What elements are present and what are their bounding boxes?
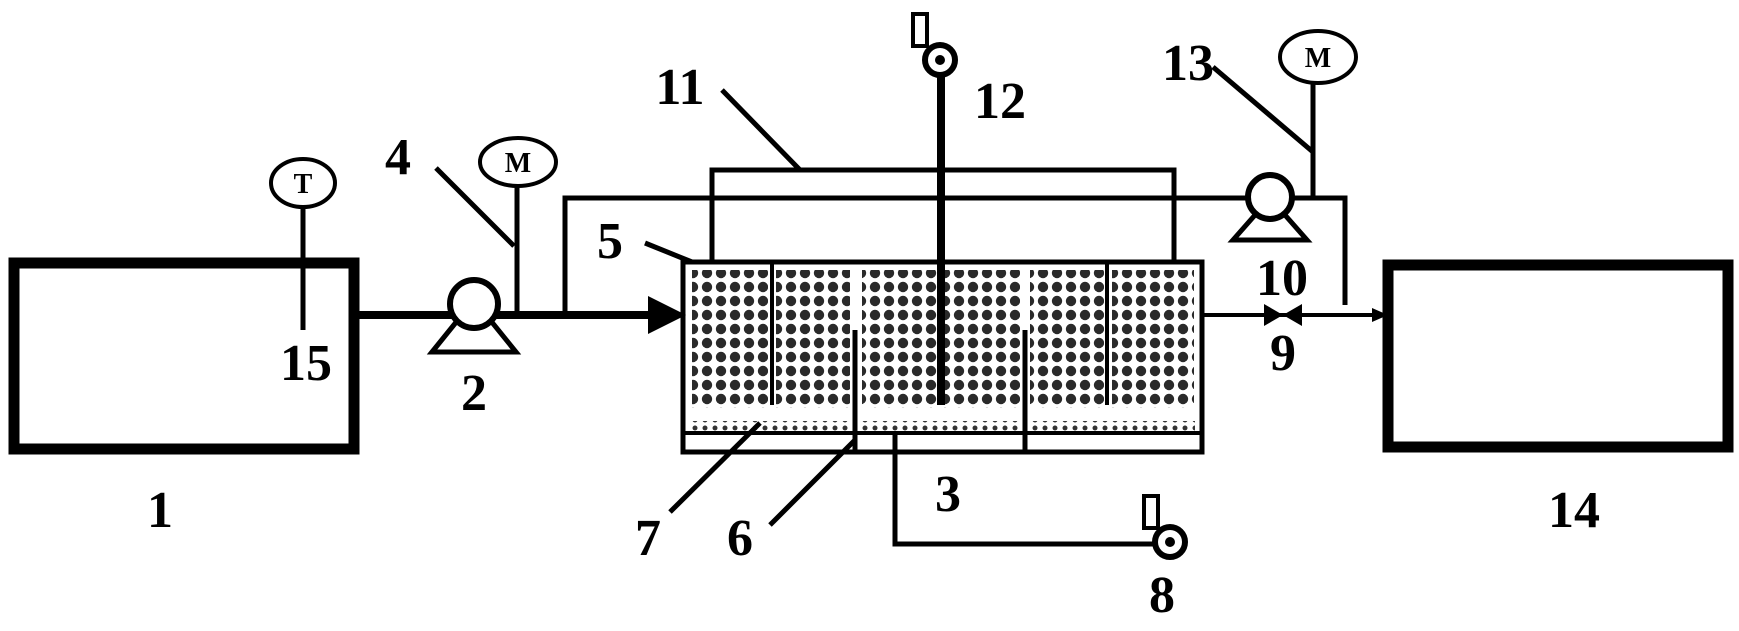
label-1: 1 (147, 482, 173, 539)
leader-4 (434, 166, 516, 248)
media-block (944, 270, 1020, 408)
feed-tank (8, 257, 360, 455)
flowmeter-4-symbol: M (505, 148, 531, 179)
label-14: 14 (1548, 482, 1600, 539)
label-9: 9 (1270, 325, 1296, 382)
label-8: 8 (1149, 567, 1175, 624)
media-block (862, 270, 940, 408)
aeration-pipe-8 (892, 433, 1162, 547)
label-3: 3 (935, 466, 961, 523)
thermometer-symbol: T (294, 169, 313, 200)
leader-5 (644, 240, 693, 265)
media-block (1030, 270, 1104, 408)
label-12: 12 (974, 73, 1026, 130)
label-11: 11 (655, 59, 704, 116)
label-7: 7 (635, 510, 661, 567)
label-15: 15 (280, 335, 332, 392)
support-gravel-layer-7 (690, 421, 1195, 431)
arrow-icon (1372, 308, 1388, 322)
leader-6 (768, 438, 857, 527)
label-6: 6 (727, 510, 753, 567)
label-5: 5 (597, 213, 623, 270)
label-4: 4 (385, 129, 411, 186)
label-13: 13 (1162, 35, 1214, 92)
label-2: 2 (461, 365, 487, 422)
pump-icon (1227, 172, 1313, 243)
leader-11 (720, 88, 802, 172)
effluent-tank (1382, 259, 1734, 453)
recycle-pipe (562, 195, 1348, 315)
media-block (776, 270, 850, 408)
arrow-icon (648, 296, 686, 334)
valve-icon (1264, 304, 1302, 326)
label-10: 10 (1256, 250, 1308, 307)
leader-13 (1211, 65, 1315, 154)
blower-icon (911, 12, 958, 78)
media-block (692, 270, 768, 408)
leader-7 (668, 421, 762, 514)
flowmeter-4-icon (478, 136, 558, 188)
blower-icon (1142, 494, 1188, 560)
pump-icon (426, 277, 522, 355)
thermometer-icon (269, 157, 337, 209)
flowmeter-13-icon (1278, 29, 1358, 85)
flowmeter-13-symbol: M (1305, 43, 1331, 74)
media-block (1112, 270, 1194, 408)
